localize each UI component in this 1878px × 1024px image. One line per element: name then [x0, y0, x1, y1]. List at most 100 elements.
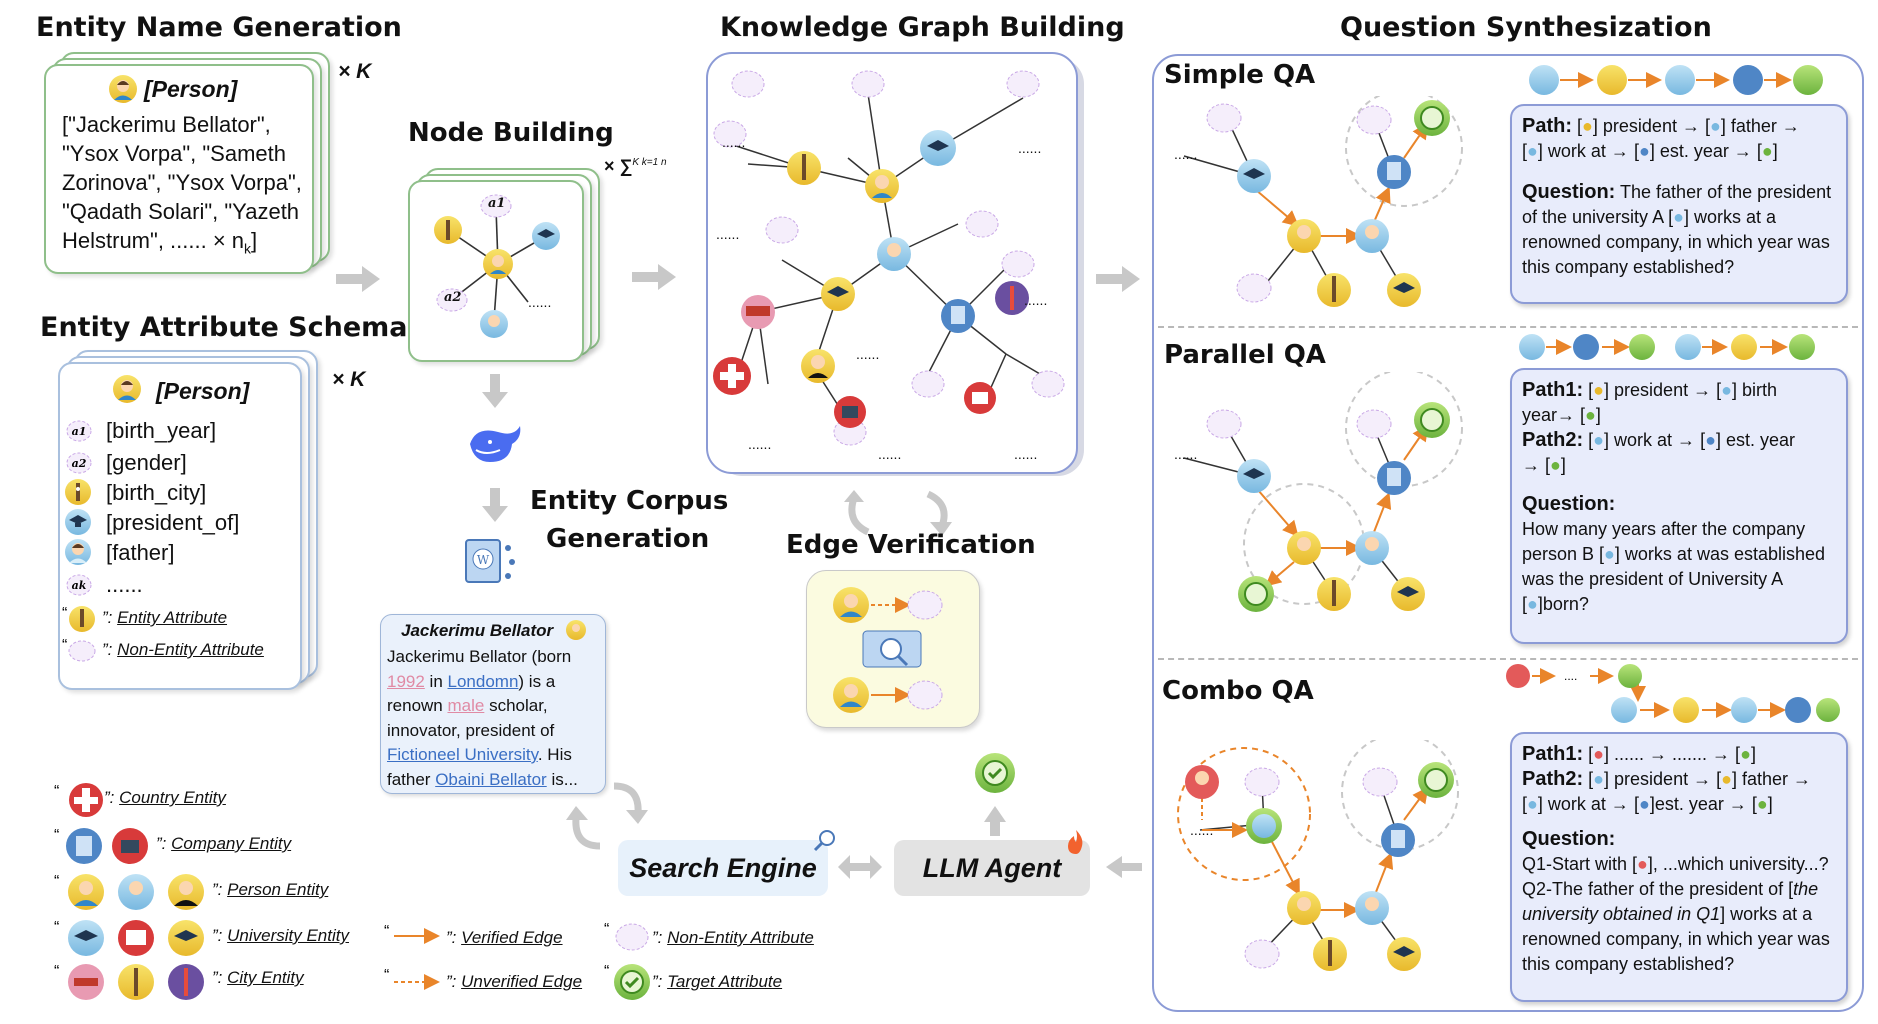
svg-text:“: “ [54, 963, 59, 980]
question-text-italic: the university obtained in Q1 [1522, 879, 1819, 924]
dots: ...... [856, 346, 880, 362]
university-entity-icons: “ [54, 918, 214, 963]
legend-country: ”: Country Entity [104, 788, 226, 807]
corpus-city-link[interactable]: Londomn [447, 671, 519, 691]
title-combo-qa: Combo QA [1162, 676, 1314, 706]
verified-edge-icon: “ [384, 923, 446, 953]
svg-text:a2: a2 [72, 457, 87, 470]
title-entity-attribute-schema: Entity Attribute Schema [40, 312, 408, 343]
name-line: "Ysox Vorpa", "Sameth [62, 141, 286, 166]
path-step: birth [1742, 380, 1778, 400]
node-star-graph [434, 194, 560, 338]
target-attribute-icon [974, 752, 1016, 799]
svg-text:W: W [477, 553, 490, 567]
dots: ...... [1014, 446, 1038, 462]
question-text: ], ...which university...? [1647, 854, 1829, 874]
llm-agent-box[interactable]: LLM Agent [894, 840, 1090, 896]
svg-text:a1: a1 [72, 425, 87, 438]
svg-text:....: .... [1564, 669, 1577, 683]
title-edge-verification: Edge Verification [786, 530, 1036, 560]
corpus-year: 1992 [387, 671, 425, 691]
question-text: was the president of University A [1522, 569, 1784, 589]
arrow-right-icon [1096, 266, 1140, 297]
arrow-down-icon [482, 488, 508, 527]
svg-text:“: “ [604, 921, 609, 938]
question-text: renowned company, in which year was [1522, 232, 1830, 252]
path-step: work at → [1547, 794, 1629, 814]
corpus-text-part: ) is a renown [387, 671, 556, 716]
dots: ...... [1018, 140, 1042, 156]
qa-panel [1152, 54, 1864, 1012]
arrow-left-icon [1106, 856, 1142, 883]
path1-label: Path1: [1522, 743, 1584, 765]
path2-label: Path2: [1522, 768, 1584, 790]
llm-agent-label: LLM Agent [922, 852, 1062, 883]
svg-text:“: “ [384, 924, 389, 940]
legend-target: ”: Target Attribute [652, 972, 783, 991]
question-label: Question: [1522, 181, 1616, 203]
dots: ...... [1174, 446, 1198, 462]
node-building-card: a1 a2 ...... [408, 180, 584, 362]
corpus-university-link[interactable]: Fictioneel University [387, 745, 538, 764]
corpus-text: Jackerimu Bellator (born 1992 in Londomn… [387, 645, 599, 792]
corpus-gender: male [447, 696, 485, 715]
multiplier-sign: × ∑ [604, 156, 633, 176]
path-step: est. year → [1654, 794, 1747, 814]
parallel-qa-graph [1183, 372, 1463, 612]
question-text: ] works at was established [1614, 544, 1826, 564]
question-text: born? [1542, 594, 1589, 614]
legend-city: ”: City Entity [212, 968, 304, 987]
path2-label: Path2: [1522, 429, 1584, 451]
double-arrow-icon [838, 854, 882, 885]
path-step: president → [1614, 769, 1712, 789]
legend-person: ”: Person Entity [212, 880, 329, 899]
question-text: Q1-Start with [ [1522, 854, 1638, 874]
wiki-book-icon: W [462, 534, 518, 593]
dots: ...... [1190, 822, 1214, 838]
edge-verification-graphic [833, 587, 943, 713]
curved-arrow-up-icon [838, 490, 878, 541]
svg-text:“: “ [54, 919, 59, 936]
entity-attribute-legend: ”: Entity Attribute [102, 608, 228, 627]
title-node-building: Node Building [408, 118, 614, 148]
question-text: this company established? [1522, 954, 1735, 974]
schema-card: [Person] a1 [birth_year] a2 [gender] [bi… [58, 362, 302, 690]
city-tower-icon [64, 478, 92, 511]
company-entity-icons: “ [54, 826, 154, 871]
svg-text:“: “ [62, 605, 67, 622]
svg-text:“: “ [54, 873, 59, 890]
whale-llm-icon [466, 420, 524, 471]
svg-text:“: “ [604, 963, 609, 980]
entity-attribute-label: Entity Attribute [117, 608, 228, 627]
title-simple-qa: Simple QA [1164, 60, 1316, 90]
arrow-down-icon [482, 374, 508, 413]
kg-graph [713, 70, 1065, 446]
legend-university-label: University Entity [227, 926, 349, 945]
attr-more: ...... [106, 572, 143, 597]
arrow-up-icon [984, 806, 1006, 841]
path-step: → [1522, 455, 1540, 475]
target-legend-icon: “ [604, 962, 654, 1007]
corpus-father-link[interactable]: Obaini Bellator [435, 769, 547, 789]
simple-qa-box: Path: [●] president → [●] father → [●] w… [1510, 104, 1848, 304]
name-gen-card: [Person] ["Jackerimu Bellator", "Ysox Vo… [44, 64, 314, 274]
close-bracket: ] [251, 228, 258, 253]
dots: ...... [722, 134, 746, 150]
non-entity-legend-icon: “ [604, 920, 654, 959]
node-building-multiplier: × ∑K k=1 n [604, 156, 667, 177]
person-entity-icons: “ [54, 872, 214, 917]
search-engine-box[interactable]: Search Engine [618, 840, 828, 896]
title-entity-corpus: Entity Corpus [530, 486, 729, 516]
question-text: this company established? [1522, 257, 1735, 277]
corpus-text-part: in [424, 671, 448, 691]
question-text: How many years after the company [1522, 519, 1806, 539]
attr-president-of: [president_of] [106, 510, 240, 535]
non-entity-attribute-icon: “ [62, 636, 102, 671]
svg-text:ak: ak [72, 579, 87, 592]
name-line: "Qadath Solari", "Yazeth [62, 199, 300, 224]
path-step: work at → [1614, 430, 1696, 450]
path-step: year→ [1522, 405, 1576, 425]
person-icon [108, 74, 138, 109]
path-step: ...... → ....... → [1614, 744, 1731, 764]
university-icon [64, 508, 92, 541]
